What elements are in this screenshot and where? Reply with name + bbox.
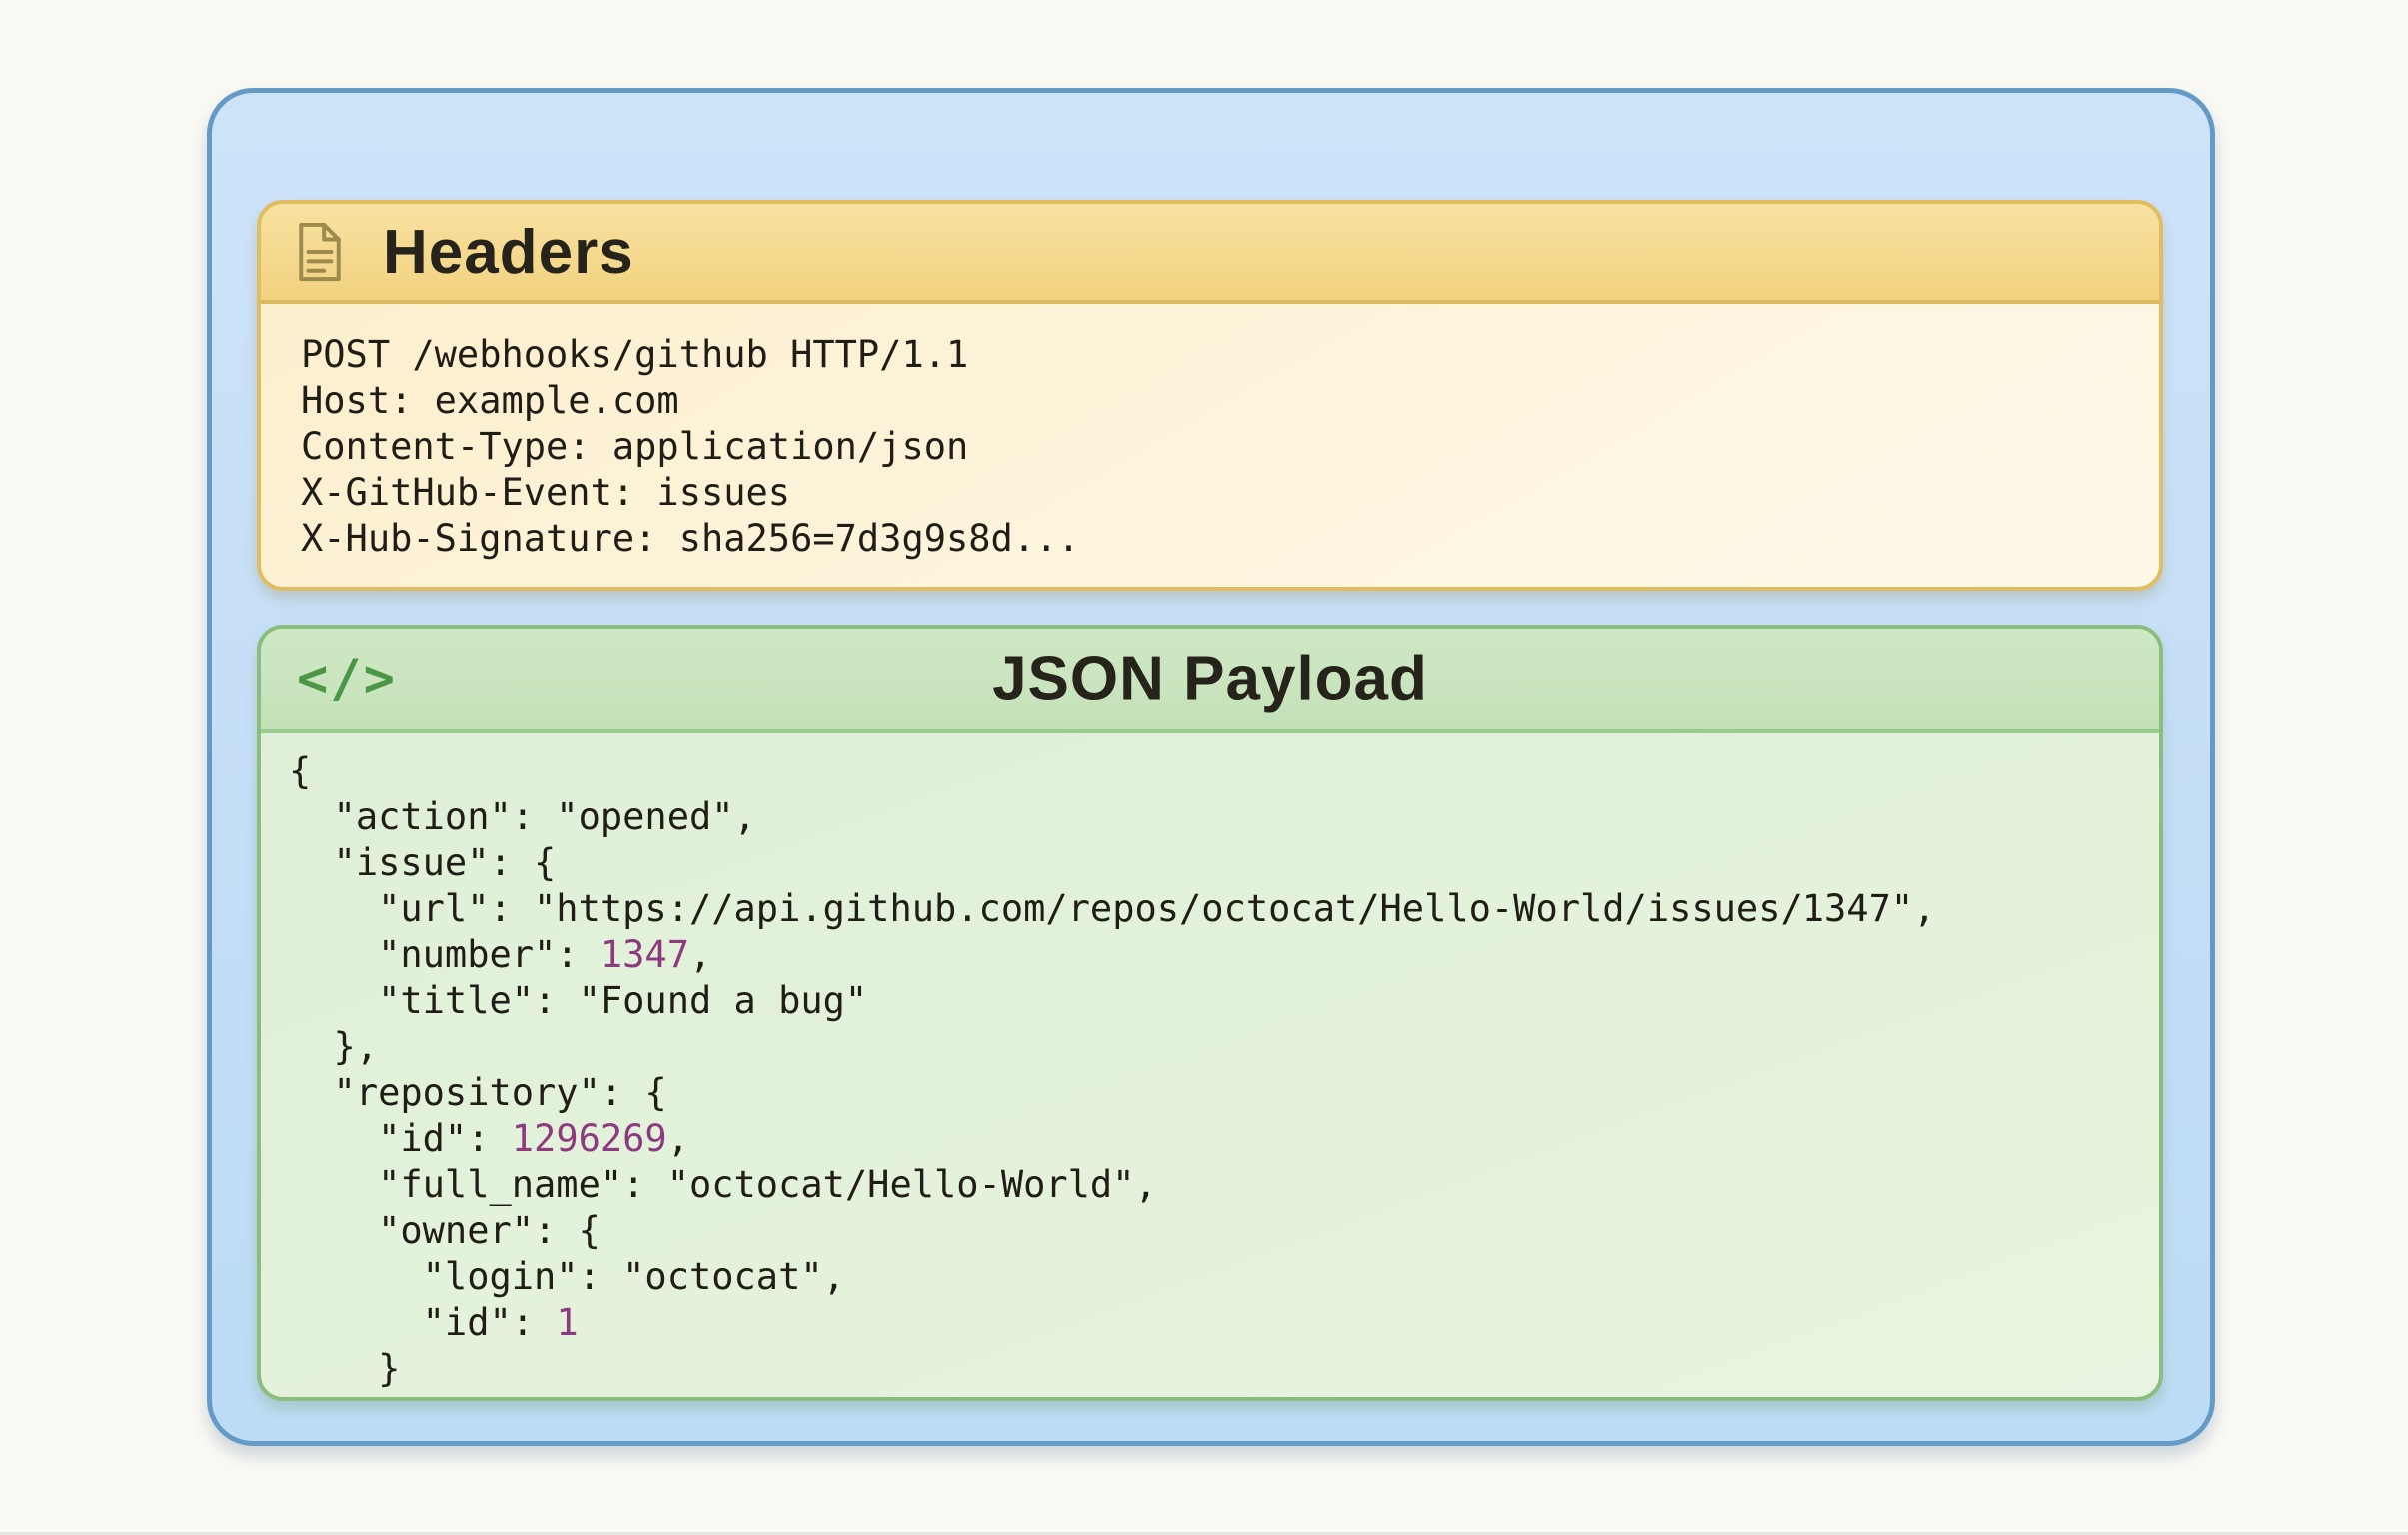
headers-section: Headers POST /webhooks/github HTTP/1.1 H…: [257, 200, 2163, 591]
headers-title: Headers: [383, 217, 634, 287]
json-payload-title: JSON Payload: [992, 644, 1428, 714]
json-payload-title-bar: </> JSON Payload: [261, 629, 2159, 733]
json-payload-text: { "action": "opened", "issue": { "url": …: [289, 750, 1936, 1390]
page-bottom-edge: [0, 1532, 2408, 1535]
webhook-request-card: Headers POST /webhooks/github HTTP/1.1 H…: [207, 88, 2215, 1446]
document-icon: [299, 222, 341, 282]
headers-title-bar: Headers: [261, 204, 2159, 304]
http-headers-text: POST /webhooks/github HTTP/1.1 Host: exa…: [301, 333, 1080, 560]
code-icon: </>: [297, 649, 397, 709]
json-payload-section: </> JSON Payload { "action": "opened", "…: [257, 625, 2163, 1401]
